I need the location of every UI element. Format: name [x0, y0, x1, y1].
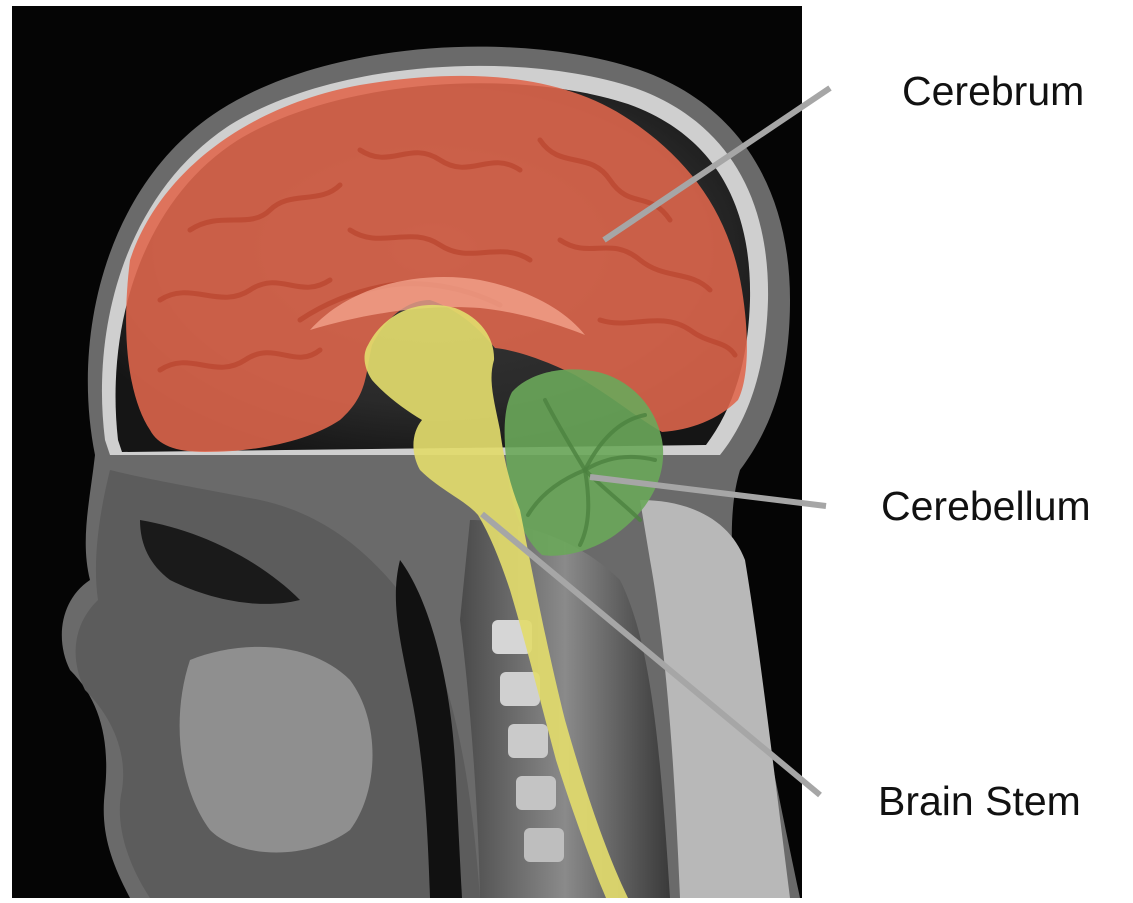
- cerebrum-label: Cerebrum: [902, 68, 1084, 114]
- brain-stem-label: Brain Stem: [878, 778, 1081, 824]
- cerebellum-label: Cerebellum: [881, 483, 1091, 529]
- tongue: [180, 647, 373, 853]
- mri-scan: [12, 6, 802, 898]
